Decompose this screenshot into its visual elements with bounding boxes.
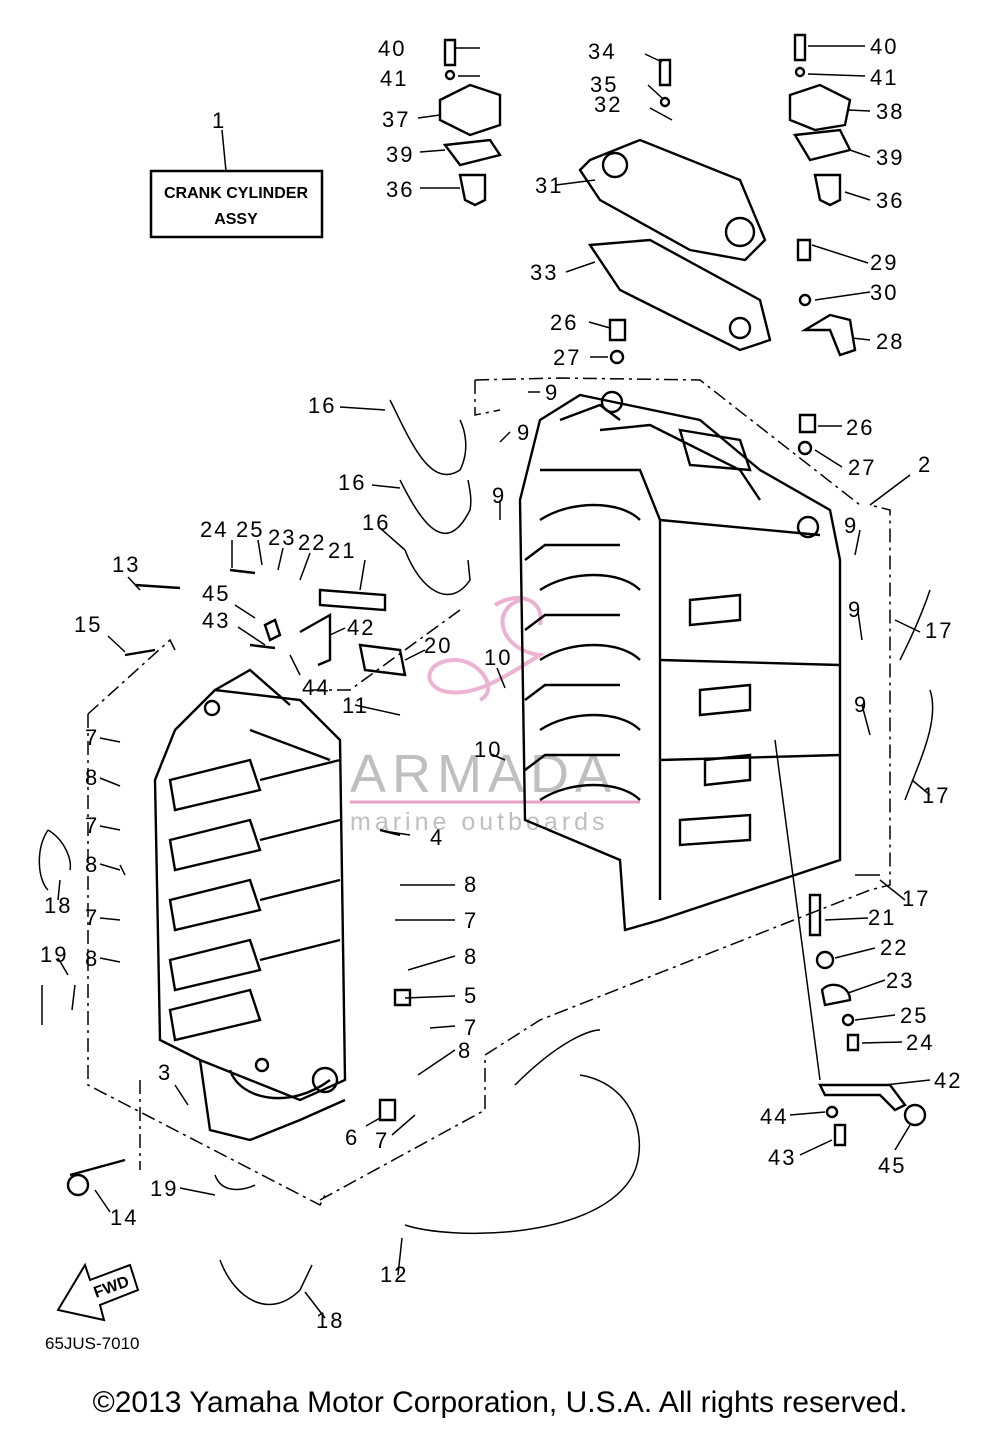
callout-37: 37	[382, 107, 410, 132]
callout-1: 1	[212, 108, 226, 133]
callout-12: 12	[380, 1262, 408, 1287]
callout-5: 5	[464, 983, 478, 1008]
callout-17-a: 17	[925, 618, 953, 643]
callout-9-f: 9	[854, 692, 868, 717]
callout-4: 4	[430, 825, 444, 850]
callout-33: 33	[530, 260, 558, 285]
callout-17-b: 17	[922, 783, 950, 808]
callout-10-b: 10	[474, 737, 502, 762]
callout-44-a: 44	[302, 675, 330, 700]
callout-42-b: 42	[934, 1068, 962, 1093]
callout-25-a: 25	[236, 517, 264, 542]
callout-16-c: 16	[362, 510, 390, 535]
callout-31: 31	[535, 173, 563, 198]
callout-numbers: 1 2 3 4 5 6 7 7 7 7 7 7 8 8 8 8 8 8 9 9 …	[40, 34, 962, 1333]
leader-lines	[57, 45, 931, 1319]
callout-19-b: 19	[150, 1176, 178, 1201]
callout-26-b: 26	[846, 415, 874, 440]
callout-21-a: 21	[328, 538, 356, 563]
callout-44-b: 44	[760, 1104, 788, 1129]
callout-27-b: 27	[848, 455, 876, 480]
callout-45-a: 45	[202, 581, 230, 606]
callout-45-b: 45	[878, 1153, 906, 1178]
callout-24-b: 24	[906, 1030, 934, 1055]
top-cover	[578, 138, 772, 352]
callout-10-a: 10	[484, 645, 512, 670]
callout-43-a: 43	[202, 608, 230, 633]
callout-30: 30	[870, 280, 898, 305]
fwd-arrow: FWD	[56, 1262, 140, 1322]
callout-8-b: 8	[85, 852, 99, 877]
callout-36-a: 36	[386, 177, 414, 202]
small-parts	[66, 238, 927, 1197]
watermark-tagline: marine outboards	[350, 808, 609, 836]
callout-20: 20	[424, 633, 452, 658]
callout-7-b: 7	[85, 813, 99, 838]
callout-8-c: 8	[85, 946, 99, 971]
title-box-line1: CRANK CYLINDER	[164, 185, 308, 202]
callout-2: 2	[918, 452, 932, 477]
callout-39-b: 39	[876, 145, 904, 170]
callout-25-b: 25	[900, 1003, 928, 1028]
callout-9-e: 9	[848, 597, 862, 622]
callout-19-a: 19	[40, 942, 68, 967]
callout-41-a: 41	[380, 66, 408, 91]
thermostat-covers	[438, 33, 852, 207]
callout-35: 35	[590, 72, 618, 97]
callout-9-a: 9	[545, 380, 559, 405]
callout-16-b: 16	[338, 470, 366, 495]
callout-15: 15	[74, 612, 102, 637]
callout-7-f: 7	[375, 1128, 389, 1153]
callout-9-d: 9	[844, 513, 858, 538]
callout-18-b: 18	[316, 1308, 344, 1333]
callout-22-a: 22	[298, 530, 326, 555]
callout-14: 14	[110, 1205, 138, 1230]
callout-36-b: 36	[876, 188, 904, 213]
callout-38: 38	[876, 99, 904, 124]
callout-16-a: 16	[308, 393, 336, 418]
callout-11: 11	[342, 693, 369, 718]
callout-40-b: 40	[870, 34, 898, 59]
callout-28: 28	[876, 329, 904, 354]
callout-7-e: 7	[464, 1015, 478, 1040]
callout-29: 29	[870, 250, 898, 275]
callout-24-a: 24	[200, 517, 228, 542]
callout-8-f: 8	[458, 1038, 472, 1063]
hoses	[38, 399, 934, 1306]
callout-32: 32	[594, 92, 622, 117]
callout-22-b: 22	[880, 935, 908, 960]
diagram-code: 65JUS-7010	[45, 1334, 140, 1353]
callout-40-a: 40	[378, 36, 406, 61]
callout-27-a: 27	[553, 345, 581, 370]
callout-23-a: 23	[268, 525, 296, 550]
copyright-notice: ©2013 Yamaha Motor Corporation, U.S.A. A…	[92, 1386, 908, 1419]
callout-43-b: 43	[768, 1145, 796, 1170]
title-box	[149, 169, 324, 239]
callout-18-a: 18	[44, 893, 72, 918]
callout-6: 6	[345, 1125, 359, 1150]
callout-42-a: 42	[347, 615, 375, 640]
callout-8-d: 8	[464, 872, 478, 897]
callout-8-a: 8	[85, 765, 99, 790]
crankcase-block	[518, 390, 842, 932]
callout-7-d: 7	[464, 908, 478, 933]
callout-9-c: 9	[492, 483, 506, 508]
title-box-line2: ASSY	[214, 211, 258, 228]
callout-41-b: 41	[870, 65, 898, 90]
cylinder-block	[153, 668, 347, 1142]
callout-7-a: 7	[85, 725, 99, 750]
callout-8-e: 8	[464, 944, 478, 969]
callout-3: 3	[158, 1060, 172, 1085]
callout-23-b: 23	[886, 968, 914, 993]
callout-9-b: 9	[517, 420, 531, 445]
callout-21-b: 21	[868, 905, 896, 930]
callout-39-a: 39	[386, 142, 414, 167]
callout-34: 34	[588, 39, 616, 64]
callout-13: 13	[112, 552, 140, 577]
callout-7-c: 7	[85, 905, 99, 930]
callout-26-a: 26	[550, 310, 578, 335]
callout-17-c: 17	[902, 886, 930, 911]
